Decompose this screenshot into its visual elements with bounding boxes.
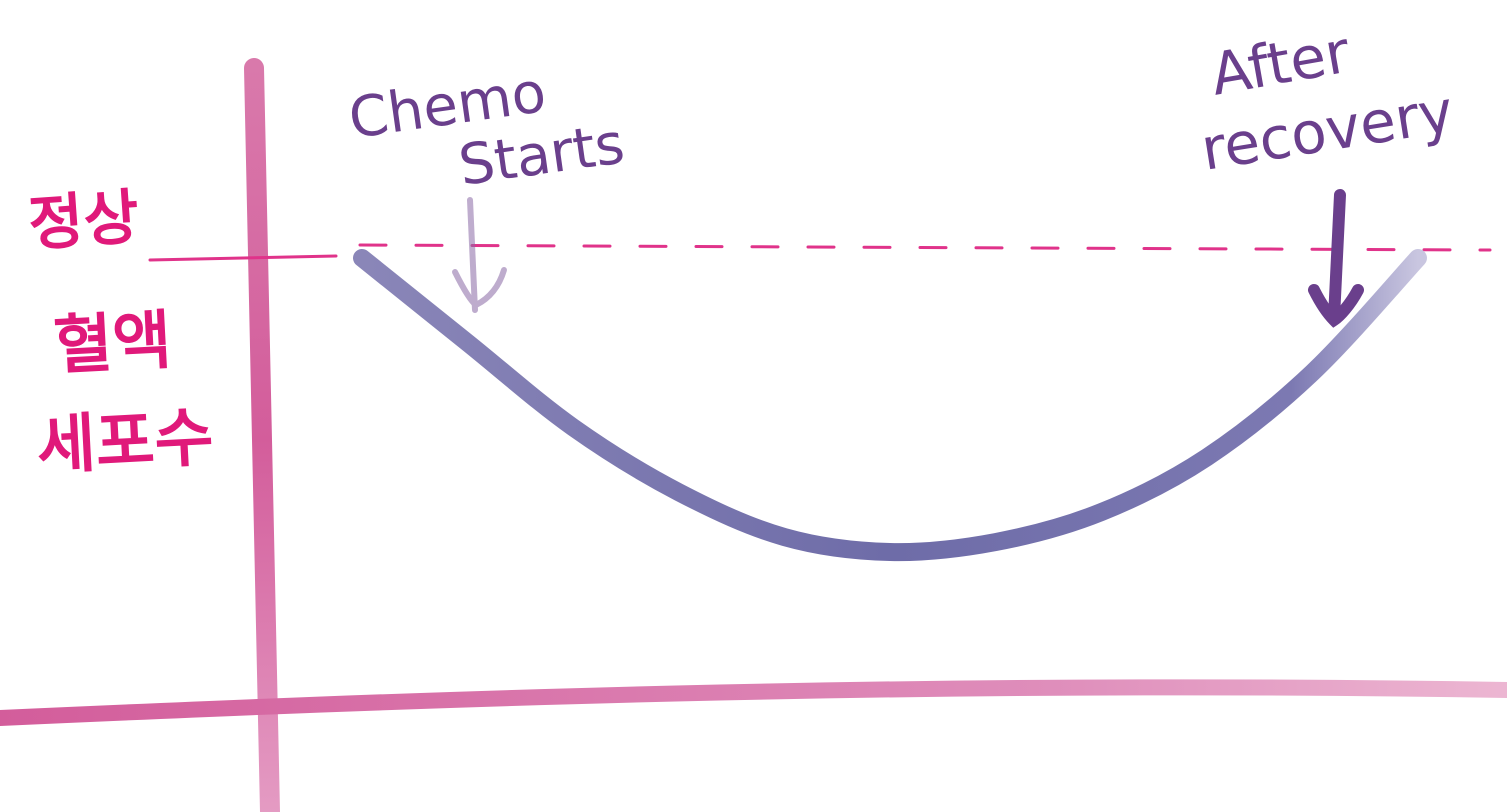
x-axis <box>0 679 1507 726</box>
normal-level-tick <box>148 254 338 262</box>
recovery-arrow <box>1308 189 1364 328</box>
y-axis-label-line-1: 혈액 <box>52 304 173 384</box>
series-points <box>361 257 1419 553</box>
normal-label: 정상 <box>26 182 141 260</box>
normal-reference-line <box>358 243 1492 252</box>
y-axis <box>244 58 280 812</box>
chemo-arrow <box>452 197 507 313</box>
y-axis-label-line-2: 세포수 <box>35 401 215 484</box>
series-line <box>353 249 1427 562</box>
